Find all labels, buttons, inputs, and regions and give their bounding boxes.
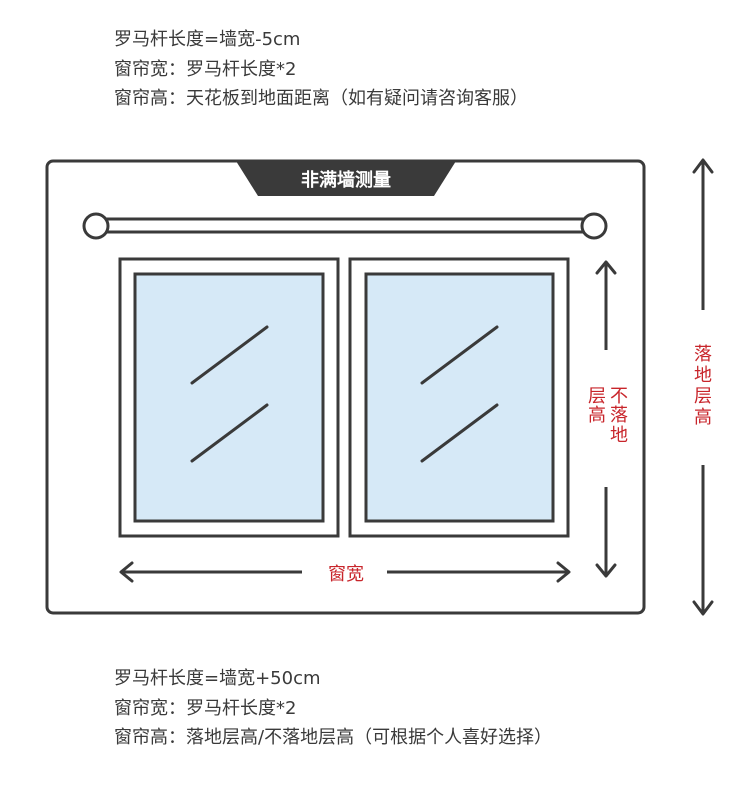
curtain-height-formula: 窗帘高：天花板到地面距离（如有疑问请咨询客服） [114, 88, 528, 109]
rod-length-formula: 罗马杆长度=墙宽-5cm [114, 29, 301, 50]
arrow-down-icon [692, 600, 714, 616]
label-char: 层 [694, 386, 712, 407]
window-pane-right [348, 257, 570, 538]
glass-reflection-line [190, 403, 269, 463]
rod-end-right [580, 212, 608, 240]
curtain-rod [82, 212, 608, 240]
window-pane-left [118, 257, 340, 538]
curtain-height-formula: 窗帘高：落地层高/不落地层高（可根据个人喜好选择） [114, 727, 553, 748]
floor-height-arrow [692, 158, 714, 616]
rod-length-formula: 罗马杆长度=墙宽+50cm [114, 668, 321, 689]
curtain-width-formula: 窗帘宽：罗马杆长度*2 [114, 697, 297, 719]
title-tab [236, 161, 456, 196]
label-char: 地 [694, 365, 712, 386]
title-tab-label: 非满墙测量 [301, 169, 391, 191]
label-char: 高 [694, 407, 712, 428]
glass-reflection-line [190, 325, 269, 385]
curtain-width-formula: 窗帘宽：罗马杆长度*2 [114, 58, 297, 80]
arrow-down-icon [595, 563, 617, 578]
label-char: 高 [588, 405, 606, 426]
top-notes: 罗马杆长度=墙宽-5cm 窗帘宽：罗马杆长度*2 窗帘高：天花板到地面距离（如有… [114, 25, 528, 114]
not-floor-height-label: 层 高 不 落 地 [588, 386, 628, 446]
not-floor-height-arrow [595, 260, 617, 578]
rod-end-left [82, 212, 110, 240]
arrow-left-icon [119, 561, 134, 583]
arrow-right-icon [556, 561, 571, 583]
floor-height-label: 落 地 层 高 [694, 344, 712, 428]
window-width-arrow [119, 561, 571, 583]
label-char: 地 [610, 425, 628, 446]
window-width-label: 窗宽 [328, 564, 364, 585]
label-char: 落 [694, 344, 712, 365]
arrow-up-icon [595, 260, 617, 275]
arrow-up-icon [692, 158, 714, 174]
glass-reflection-line [420, 403, 499, 463]
label-char: 落 [610, 405, 628, 426]
label-char: 层 [588, 386, 606, 407]
glass-reflection-line [420, 325, 499, 385]
bottom-notes: 罗马杆长度=墙宽+50cm 窗帘宽：罗马杆长度*2 窗帘高：落地层高/不落地层高… [114, 664, 552, 753]
label-char: 不 [610, 386, 628, 407]
